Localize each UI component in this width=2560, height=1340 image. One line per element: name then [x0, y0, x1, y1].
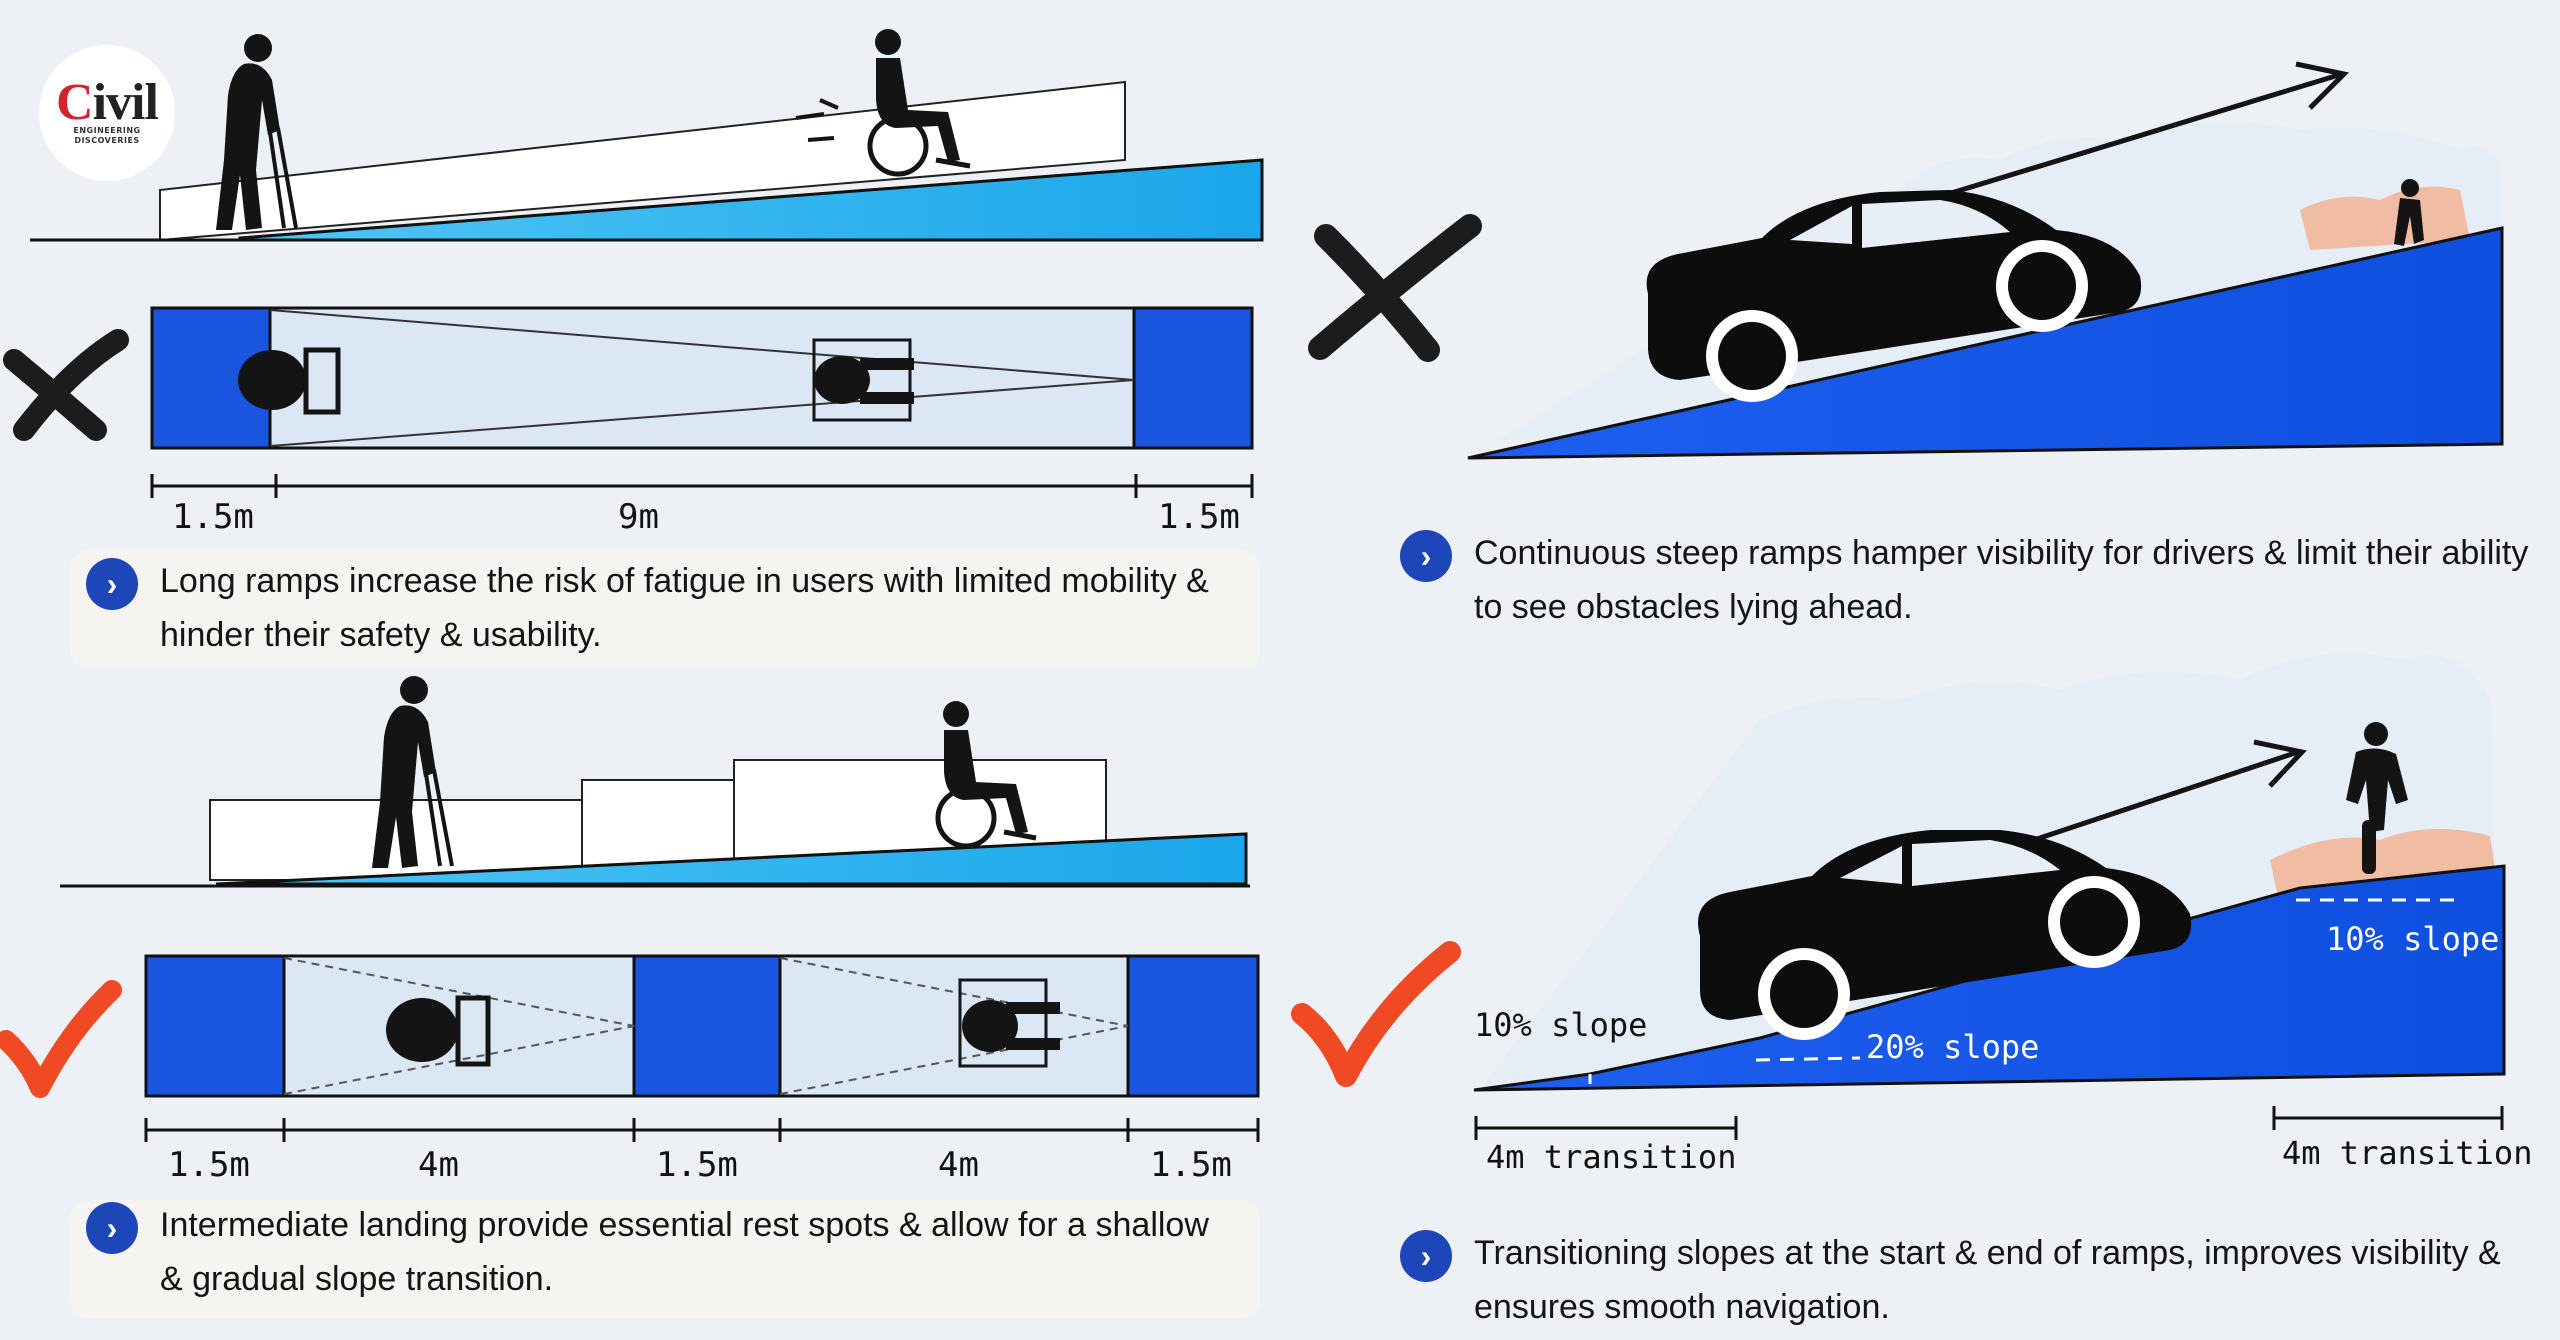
wheelchair-user-icon — [795, 29, 971, 177]
slope-label-middle: 20% slope — [1866, 1028, 2039, 1066]
walker-top-icon — [238, 347, 341, 415]
bottom-right-scene: 10% slope 20% slope 10% slope 4m transit… — [1291, 653, 2532, 1176]
wheelchair-user-icon — [935, 701, 1037, 849]
walking-person-icon — [216, 34, 298, 231]
cross-mark-icon — [1308, 214, 1482, 362]
walking-person-icon — [372, 676, 454, 868]
caption-top-left: › Long ramps increase the risk of fatigu… — [86, 554, 1226, 662]
transition-label-start: 4m transition — [1486, 1138, 1736, 1176]
caption-text: Intermediate landing provide essential r… — [160, 1206, 1209, 1298]
caption-bottom-left: › Intermediate landing provide essential… — [86, 1198, 1226, 1306]
dim-label-1: 1.5m — [168, 1145, 250, 1185]
slope-marks — [1755, 898, 2460, 1062]
caption-text: Transitioning slopes at the start & end … — [1474, 1234, 2501, 1326]
dim-label-middle: 9m — [618, 497, 659, 537]
logo-line2: DISCOVERIES — [74, 136, 140, 145]
chevron-right-icon: › — [86, 1202, 138, 1254]
chevron-right-icon: › — [86, 558, 138, 610]
caption-bg-bottom-left — [70, 1200, 1260, 1318]
caption-top-right: › Continuous steep ramps hamper visibili… — [1400, 526, 2540, 634]
car-icon — [1646, 190, 2142, 402]
check-mark-icon — [0, 980, 122, 1098]
cross-mark-icon — [3, 329, 129, 441]
dim-label-2: 4m — [418, 1145, 459, 1185]
logo-line1: ENGINEERING — [73, 126, 141, 135]
logo-word: Civil — [56, 74, 159, 131]
transition-dimensions — [1474, 1106, 2504, 1140]
dim-label-5: 1.5m — [1150, 1145, 1232, 1185]
top-left-elevation: 1.5m 9m 1.5m — [3, 29, 1264, 537]
slope-label-end: 10% slope — [2326, 920, 2499, 958]
dim-label-4: 4m — [938, 1145, 979, 1185]
caption-text: Long ramps increase the risk of fatigue … — [160, 562, 1209, 654]
bottom-left-plan — [144, 954, 1260, 1098]
car-icon — [1698, 830, 2192, 1040]
caption-bottom-right: › Transitioning slopes at the start & en… — [1400, 1226, 2540, 1334]
dim-label-start: 1.5m — [172, 497, 254, 537]
transition-label-end: 4m transition — [2282, 1134, 2532, 1172]
chevron-right-icon: › — [1400, 1230, 1452, 1282]
top-right-scene — [1308, 61, 2504, 460]
slope-label-start: 10% slope — [1474, 1006, 1647, 1044]
person-icon — [2394, 179, 2424, 246]
caption-bg-top-left — [70, 550, 1260, 668]
logo: Civil ENGINEERING DISCOVERIES — [42, 48, 172, 178]
dim-label-3: 1.5m — [656, 1145, 738, 1185]
walker-top-icon — [386, 995, 491, 1067]
bottom-left-elevation: 1.5m 4m 1.5m 4m 1.5m — [0, 676, 1260, 1185]
logo-word-text: ivil — [92, 74, 159, 131]
caption-text: Continuous steep ramps hamper visibility… — [1474, 534, 2529, 626]
top-left-plan — [150, 306, 1254, 450]
wheelchair-top-icon — [812, 338, 914, 422]
wheelchair-top-icon — [958, 978, 1060, 1068]
bottom-left-dimensions — [144, 1118, 1260, 1142]
dim-label-end: 1.5m — [1158, 497, 1240, 537]
chevron-right-icon: › — [1400, 530, 1452, 582]
check-mark-icon — [1291, 941, 1461, 1087]
cyclist-icon — [2346, 722, 2408, 874]
top-left-dimensions — [150, 474, 1254, 498]
